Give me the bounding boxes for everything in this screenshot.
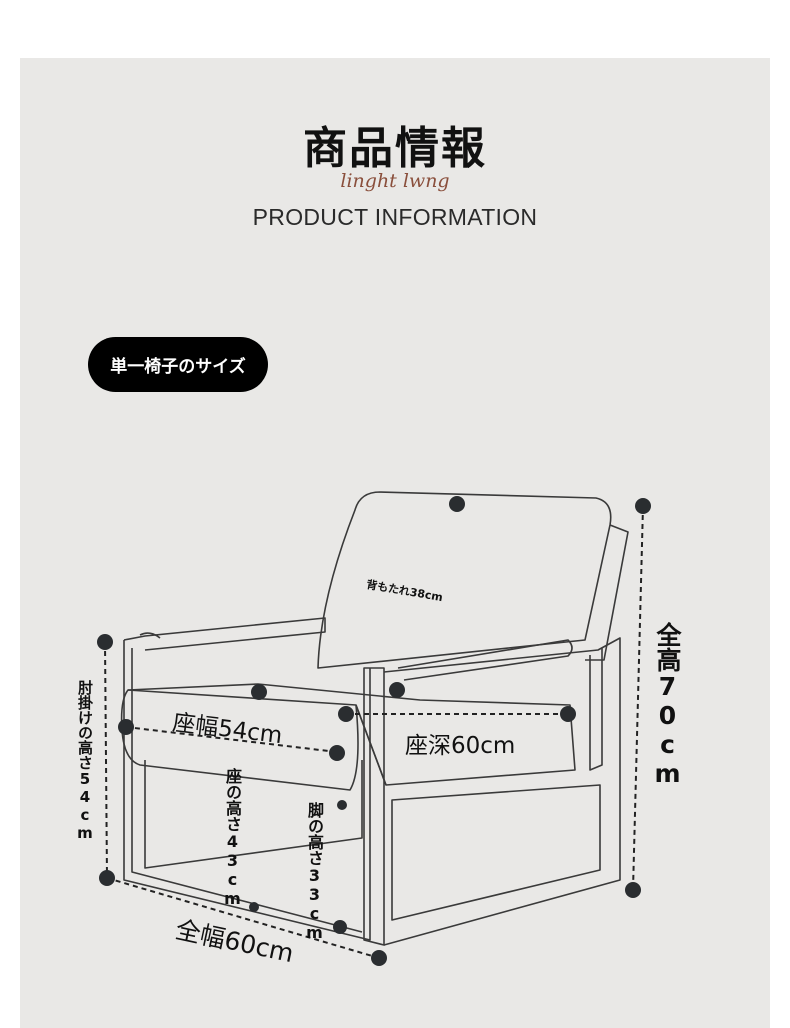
section-pill: 単一椅子のサイズ	[88, 337, 268, 392]
point-backrest-top	[449, 496, 465, 512]
chair-drawing	[120, 491, 629, 946]
point-width-right	[371, 950, 387, 966]
dimension-points	[97, 496, 651, 966]
right-back-post	[589, 648, 603, 771]
left-armrest-top	[123, 617, 326, 651]
armrest-height-label: 肘掛けの高さ54cm	[76, 680, 94, 842]
point-seat-left	[118, 719, 134, 735]
backrest-cushion	[317, 491, 612, 669]
seat-height-label: 座の高さ43cm	[223, 768, 242, 908]
point-seat-depth-start	[338, 706, 354, 722]
point-height-top	[635, 498, 651, 514]
point-seat-right	[329, 745, 345, 761]
page-title: 商品情報	[303, 123, 487, 174]
backrest-side	[585, 524, 629, 661]
point-leg-height	[333, 920, 347, 934]
right-leg-panel	[391, 784, 601, 921]
seat-cushion-edge	[355, 704, 387, 786]
page-subtitle: PRODUCT INFORMATION	[252, 204, 538, 230]
left-armrest-end	[139, 632, 161, 639]
section-pill-label: 単一椅子のサイズ	[110, 357, 246, 377]
armrest-height-line	[104, 641, 108, 879]
dimension-lines	[104, 505, 644, 959]
seat-depth-label: 座深60cm	[405, 733, 516, 759]
point-seat-depth-end	[560, 706, 576, 722]
right-armrest-top	[397, 639, 573, 681]
point-leg-top	[337, 800, 347, 810]
point-height-bottom	[625, 882, 641, 898]
point-seat-back	[251, 684, 267, 700]
right-front-post	[363, 667, 385, 946]
left-frame-front	[123, 640, 371, 941]
left-leg-panel	[144, 760, 363, 869]
point-width-left	[99, 870, 115, 886]
point-arm-right	[389, 682, 405, 698]
total-height-label: 全高70cm	[653, 622, 682, 788]
point-armrest-top	[97, 634, 113, 650]
right-frame-side	[383, 637, 621, 946]
seat-cushion-front	[120, 689, 359, 791]
total-width-line	[106, 877, 380, 959]
brand-script: linght lwng	[340, 170, 450, 192]
leg-height-label: 脚の高さ33cm	[305, 802, 324, 942]
point-seat-height	[249, 902, 259, 912]
total-height-line	[632, 505, 644, 891]
